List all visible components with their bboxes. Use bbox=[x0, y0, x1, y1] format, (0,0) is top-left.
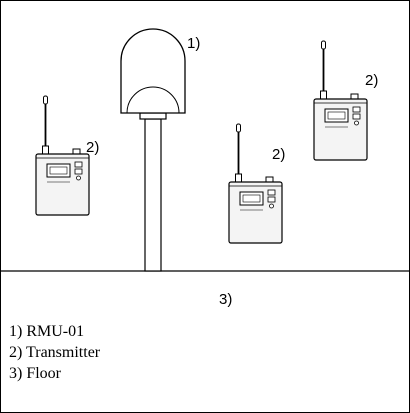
callout-transmitter-middle: 2) bbox=[272, 146, 285, 163]
transmitter-middle-icon bbox=[228, 123, 283, 244]
legend: 1) RMU-01 2) Transmitter 3) Floor bbox=[9, 321, 100, 384]
legend-item: 3) Floor bbox=[9, 365, 61, 382]
legend-item: 1) RMU-01 bbox=[9, 323, 85, 340]
callout-transmitter-left: 2) bbox=[86, 139, 99, 156]
legend-item: 2) Transmitter bbox=[9, 344, 101, 361]
callout-receiver: 1) bbox=[187, 35, 200, 52]
callout-floor: 3) bbox=[219, 291, 232, 308]
receiver-icon bbox=[120, 28, 186, 272]
transmitter-left-icon bbox=[35, 95, 90, 216]
callout-transmitter-right: 2) bbox=[365, 72, 378, 89]
transmitter-right-icon bbox=[313, 40, 368, 161]
